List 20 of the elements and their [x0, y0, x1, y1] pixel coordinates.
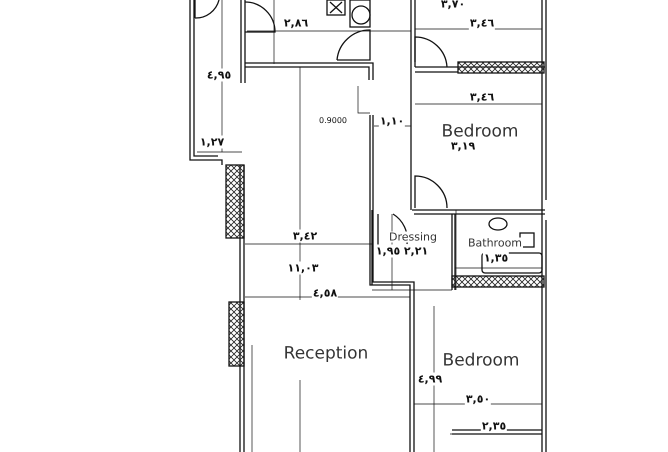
room-label: Dressing	[388, 232, 438, 242]
dimension-label: ٣,٤٦	[468, 16, 496, 30]
dimension-label: ٤,٩٥	[206, 68, 232, 82]
dimension-label: ١,٩٥	[374, 244, 402, 258]
dimension-label: ٢,٨٦	[282, 16, 310, 30]
room-label: Reception	[282, 346, 370, 362]
dimension-label: ١١,٠٣	[286, 262, 320, 274]
dimension-label: 0.9000	[318, 116, 348, 126]
dimension-label: ٤,٥٨	[312, 286, 338, 300]
dimension-label: ٤,٩٩	[416, 372, 444, 386]
dimension-label: ٢,٢١	[402, 244, 430, 258]
dimension-label: ١,٣٥	[482, 252, 510, 264]
dimension-label: ٢,٣٥	[480, 420, 508, 432]
dimension-label: ٣,٤٦	[468, 90, 496, 104]
dimension-label: ٣,٤٢	[292, 230, 318, 242]
dimension-label: ٣,٥٠	[464, 392, 492, 406]
room-label: Bathroom	[466, 238, 524, 248]
dimension-label: ١,٢٧	[198, 136, 226, 148]
dimension-label: ١,١٠	[378, 114, 406, 128]
dimension-label: ٣,١٩	[450, 140, 476, 152]
